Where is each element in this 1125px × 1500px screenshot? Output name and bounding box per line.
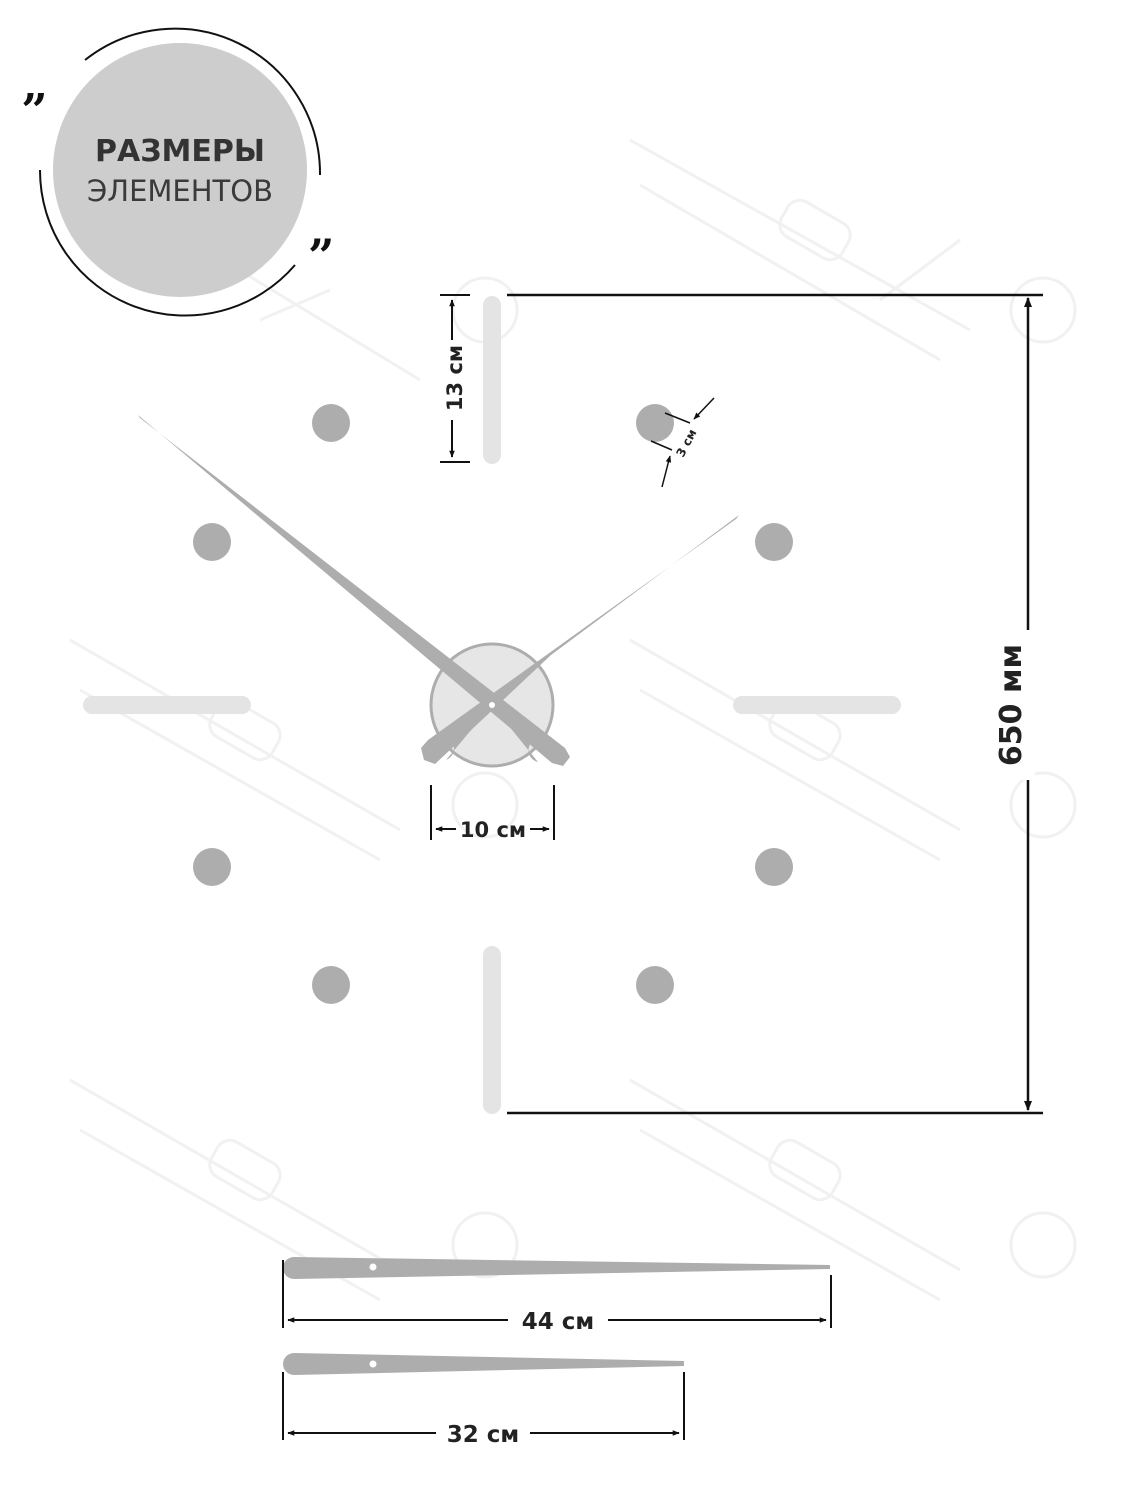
marker-dimension xyxy=(440,294,470,463)
dot-10 xyxy=(193,523,231,561)
minute-hand-tail xyxy=(492,705,550,762)
watermark-top-right xyxy=(629,138,1077,362)
short-hand-detail: 32 см xyxy=(282,1353,685,1448)
short-hand xyxy=(283,1353,684,1375)
dot-2 xyxy=(755,523,793,561)
badge-outer-arc xyxy=(84,27,322,176)
registered-mark-icon xyxy=(1009,276,1077,344)
minute-hand xyxy=(138,415,570,766)
watermark-layer xyxy=(69,138,1077,1302)
short-hand-label: 32 см xyxy=(447,1422,519,1448)
watermark-bottom-right xyxy=(629,1078,1077,1302)
hour-hand-tail xyxy=(432,705,492,760)
title-line-2: ЭЛЕМЕНТОВ xyxy=(87,174,273,208)
long-hand-pin xyxy=(369,1263,377,1271)
hour-dots xyxy=(193,404,793,1004)
center-pin xyxy=(489,702,495,708)
long-hand-detail: 44 см xyxy=(282,1257,832,1335)
dot-dim-ext-2 xyxy=(650,440,673,451)
dot-4 xyxy=(755,848,793,886)
badge-outer-arc-lower xyxy=(38,169,296,317)
overall-label-bg xyxy=(993,630,1035,780)
dot-dimension xyxy=(650,397,715,488)
dot-1 xyxy=(636,404,674,442)
dot-7 xyxy=(312,966,350,1004)
clock-hands xyxy=(138,415,739,766)
long-hand xyxy=(283,1257,830,1279)
dot-8 xyxy=(193,848,231,886)
center-dimension xyxy=(430,785,555,840)
center-diameter-label: 10 см xyxy=(460,818,526,842)
dot-5 xyxy=(636,966,674,1004)
quote-open-mark: „ xyxy=(22,57,48,111)
hour-markers xyxy=(83,296,901,1114)
overall-size-label: 650 мм xyxy=(994,644,1029,766)
dot-dim-arrow-1 xyxy=(693,397,715,420)
marker-length-label: 13 см xyxy=(443,345,467,411)
title-badge: „ ” РАЗМЕРЫ ЭЛЕМЕНТОВ xyxy=(22,27,334,317)
long-hand-label: 44 см xyxy=(522,1309,594,1335)
hour-hand xyxy=(421,515,739,764)
title-line-1: РАЗМЕРЫ xyxy=(95,134,265,169)
dot-11 xyxy=(312,404,350,442)
registered-mark-icon xyxy=(451,1211,519,1279)
short-hand-pin xyxy=(369,1360,377,1368)
registered-mark-icon xyxy=(451,771,519,839)
quote-close-mark: ” xyxy=(308,229,334,283)
badge-circle xyxy=(53,43,307,297)
registered-mark-icon xyxy=(1009,1211,1077,1279)
registered-mark-icon xyxy=(1009,771,1077,839)
dot-diameter-label: 3 см xyxy=(673,427,699,460)
dot-dim-ext-1 xyxy=(664,412,691,424)
dot-dim-arrow-2 xyxy=(661,455,672,488)
